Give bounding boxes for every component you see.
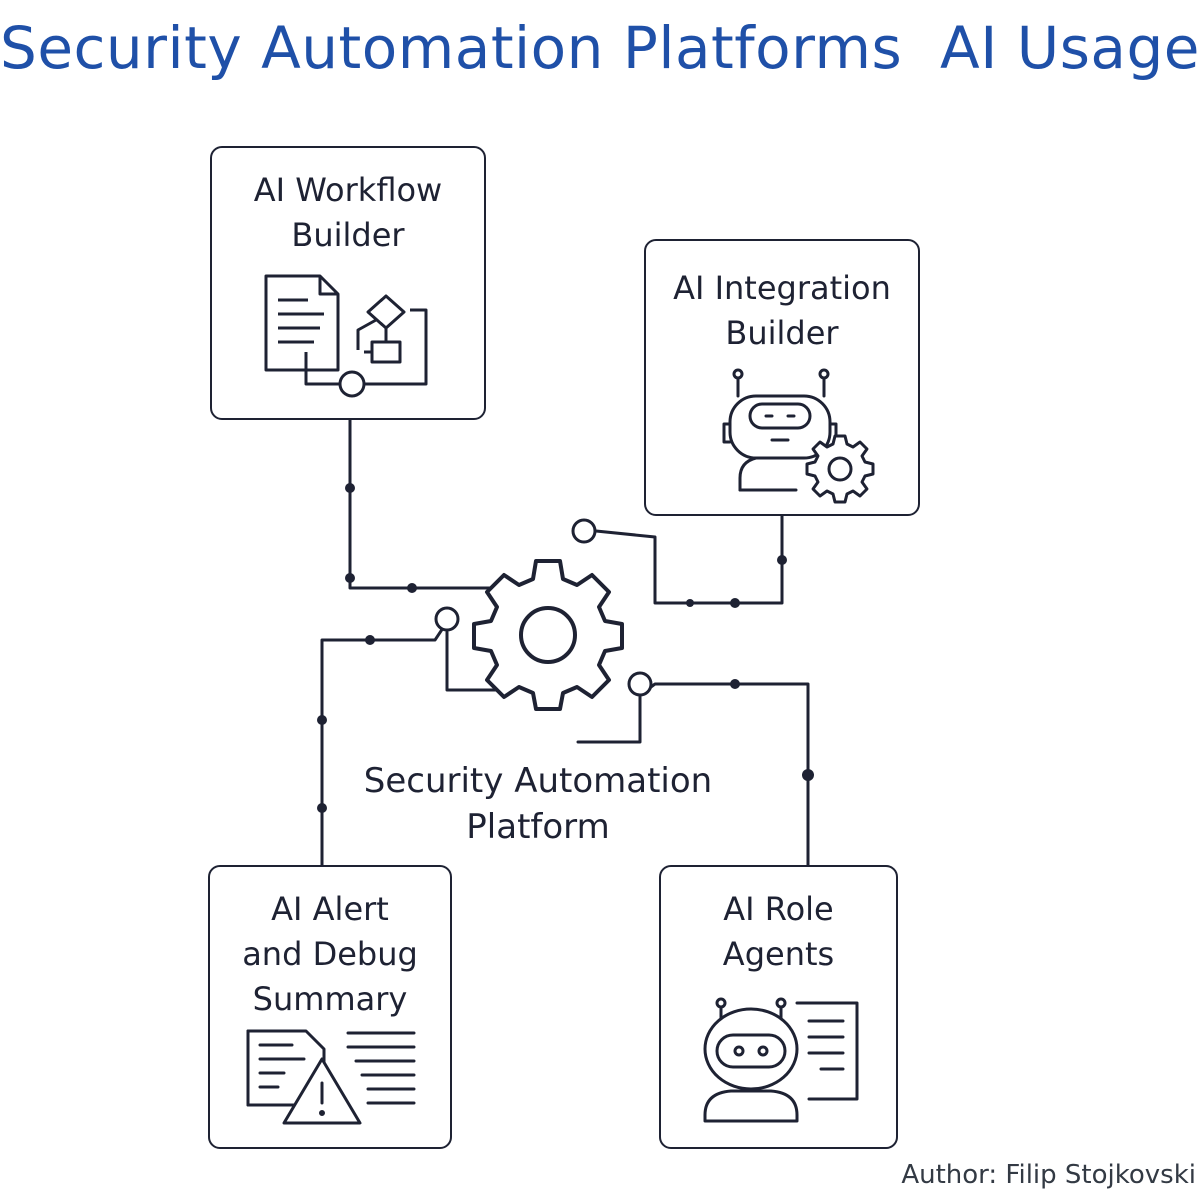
hub-label-line: Security Automation	[363, 761, 713, 801]
node-label-line: AI Role	[723, 890, 834, 928]
connector-alert	[320, 623, 510, 867]
node-label: AI Workflow Builder	[212, 168, 484, 258]
robot-gear-icon	[722, 368, 875, 504]
node-label: AI Integration Builder	[646, 266, 918, 356]
node-label-line: AI Integration	[673, 269, 891, 307]
node-label-line: Builder	[725, 314, 839, 352]
node-label-line: AI Alert	[271, 890, 389, 928]
node-label-line: Summary	[252, 980, 408, 1018]
document-warning-icon	[246, 1029, 416, 1125]
node-label-line: and Debug	[242, 935, 418, 973]
author-credit: Author: Filip Stojkovski	[901, 1160, 1196, 1190]
node-label: AI Role Agents	[661, 887, 896, 977]
hub-label: Security Automation Platform	[330, 758, 746, 850]
node-label-line: AI Workflow	[253, 171, 443, 209]
node-label-line: Agents	[722, 935, 835, 973]
node-label: AI Alert and Debug Summary	[210, 887, 450, 1022]
connector-dots	[317, 483, 814, 813]
connector-workflow	[348, 418, 492, 590]
node-label-line: Builder	[291, 216, 405, 254]
document-flowchart-icon	[264, 274, 428, 398]
page-title: Security Automation Platforms AI Usage	[0, 14, 1200, 82]
hub-gear-icon	[472, 559, 624, 711]
node-integration-builder: AI Integration Builder	[644, 239, 920, 516]
node-workflow-builder: AI Workflow Builder	[210, 146, 486, 420]
robot-document-icon	[703, 997, 859, 1123]
connector-integration	[594, 514, 784, 605]
node-alert-debug-summary: AI Alert and Debug Summary	[208, 865, 452, 1149]
node-role-agents: AI Role Agents	[659, 865, 898, 1149]
hub-label-line: Platform	[466, 807, 610, 847]
